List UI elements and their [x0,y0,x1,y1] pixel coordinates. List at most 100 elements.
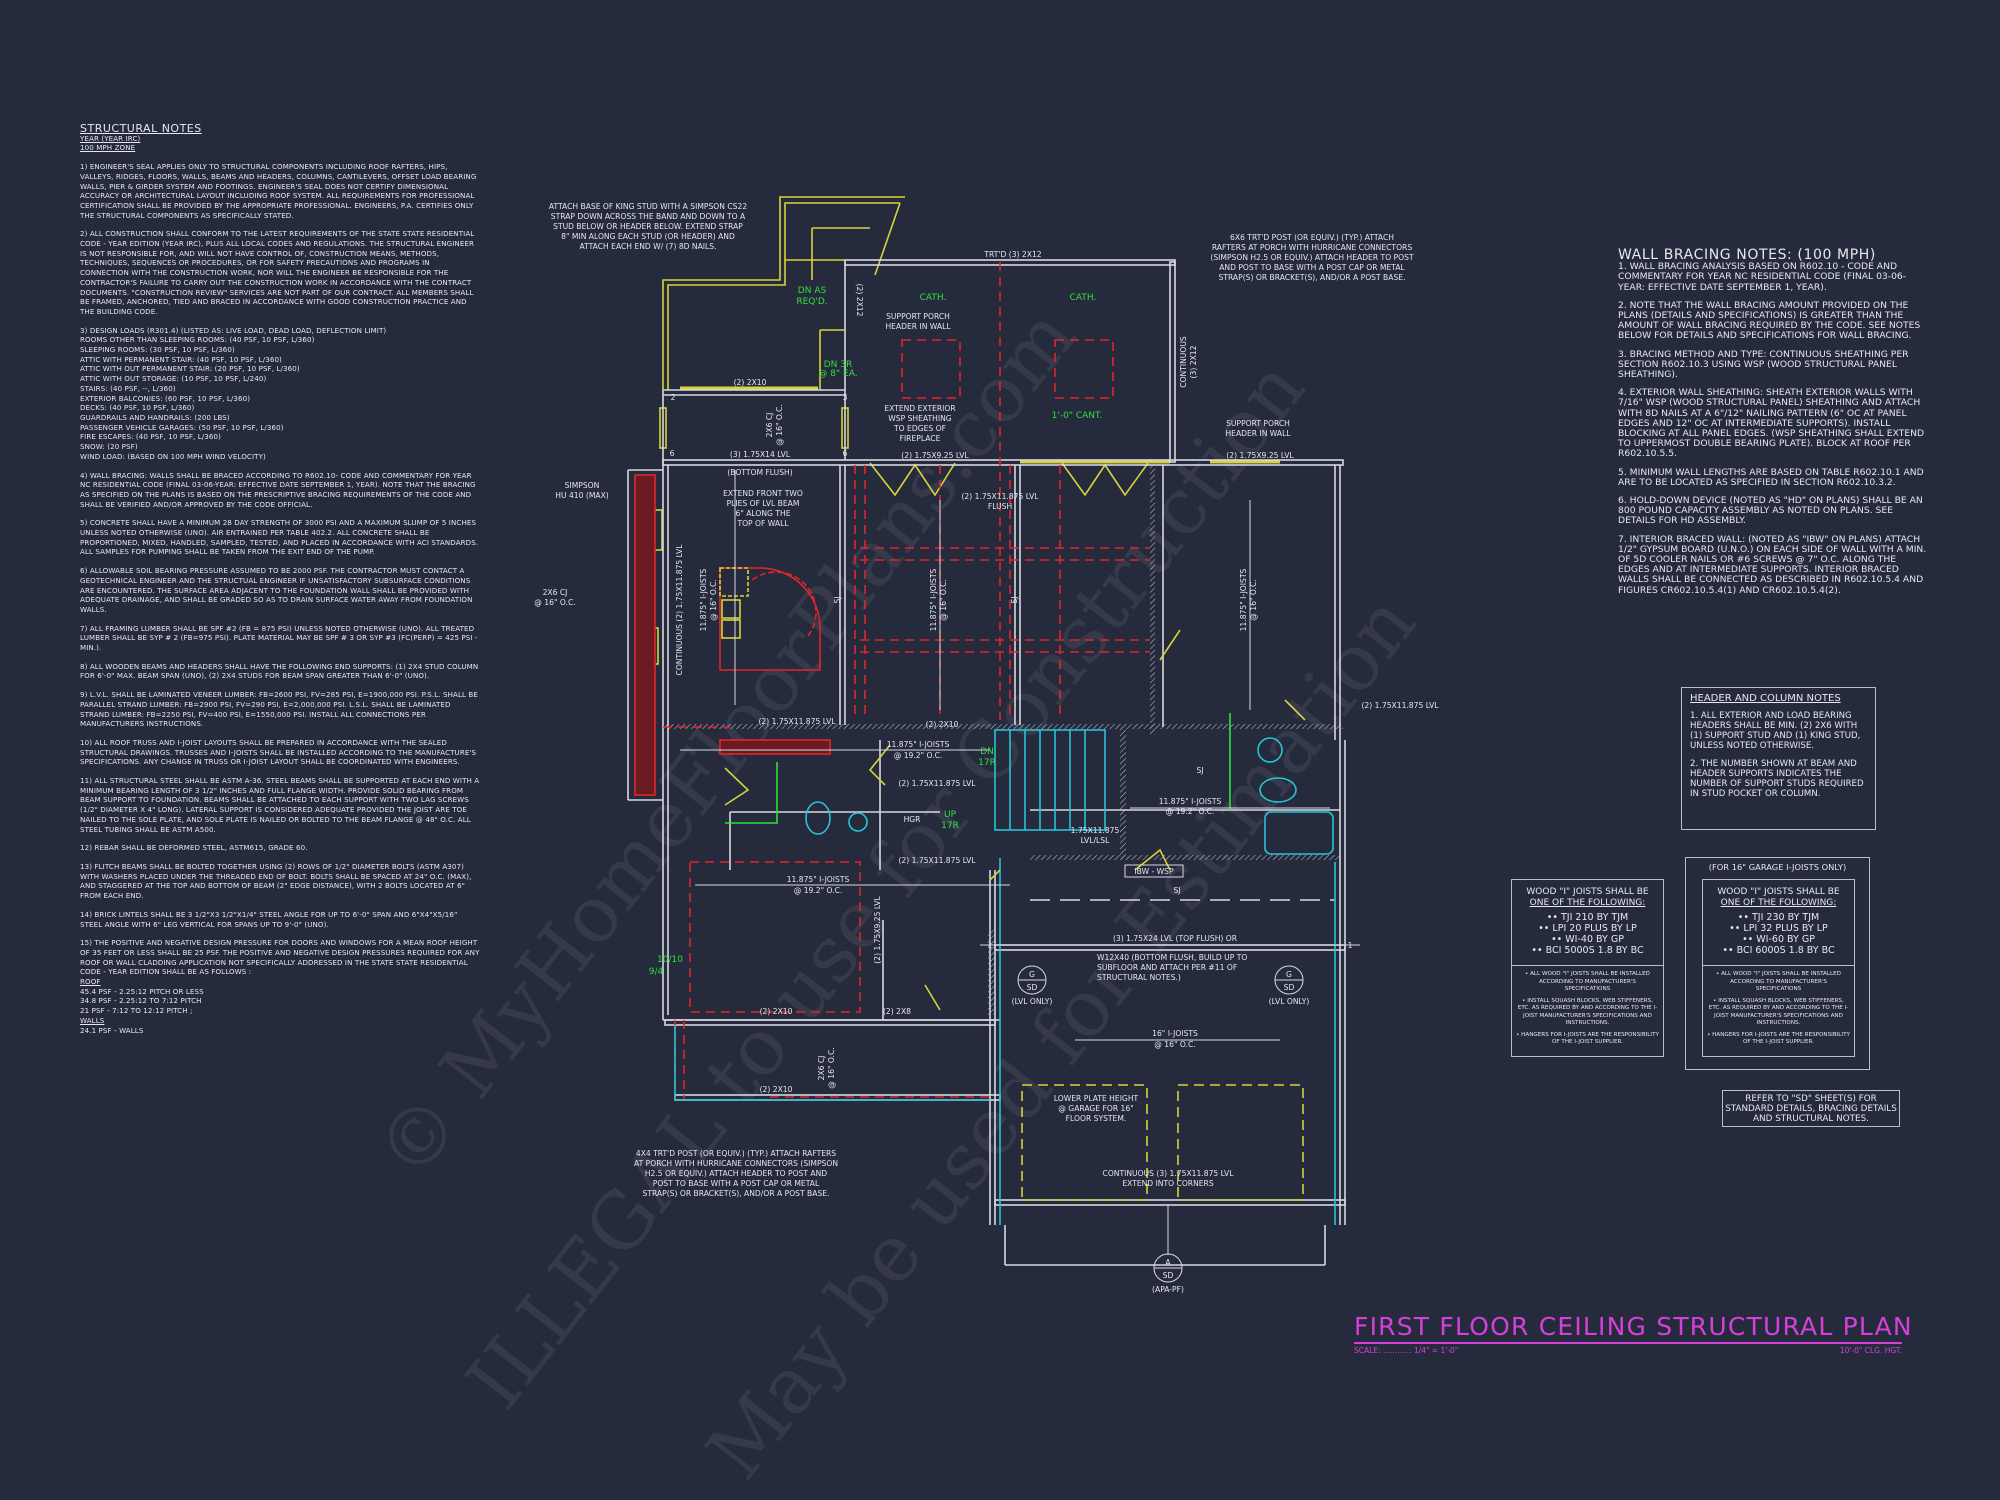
sj-label: SJ [1010,596,1019,603]
header-2x10: (2) 2x10 [760,1085,793,1094]
detail-g-note: (LVL ONLY) [1269,997,1310,1006]
joist-option: •• LPI 32 PLUS BY LP [1729,923,1828,934]
extend-wsp-note: TO EDGES OF [893,424,946,433]
ijoist-label: @ 19.2" O.C. [894,751,943,760]
ijoist-label: 11.875" I-JOISTS [887,740,950,749]
note-15: 15) THE POSITIVE AND NEGATIVE DESIGN PRE… [80,938,480,977]
extend-plies-note: TOP OF WALL [736,519,789,528]
post-6x6-note: AND POST TO BASE WITH A POST CAP OR META… [1219,263,1405,272]
garage-doors [1021,1084,1304,1201]
joist-heading: WOOD "I" JOISTS SHALL BE [1526,887,1649,897]
note-10: 10) ALL ROOF TRUSS AND I-JOIST LAYOUTS S… [80,737,477,767]
ijoist-label: @ 16" O.C. [939,579,948,620]
joist-span-arrows [680,470,1360,1255]
extend-wsp-note: FIREPLACE [900,434,941,443]
dn-as-reqd: REQ'D. [796,297,827,307]
note-13: 13) FLITCH BEAMS SHALL BE BOLTED TOGETHE… [80,862,472,901]
ceiling-joist-label: 2x6 CJ [765,413,774,438]
beam-label: (2) 1.75x11.875 LVL [758,717,836,726]
continuous-2x12: (3) 2x12 [1189,345,1198,378]
joist-note: • HANGERS FOR I-JOISTS ARE THE RESPONSIB… [1707,1031,1850,1046]
wall-bracing-title: WALL BRACING NOTES: (100 MPH) [1618,247,1876,263]
header-label: (2) 2x12 [855,284,864,317]
joist-option: •• WI-60 BY GP [1742,934,1815,945]
beam-label: (2) 1.75x11.875 LVL [898,856,976,865]
w12-note: SUBFLOOR AND ATTACH PER #11 OF [1097,963,1237,972]
dn-3r: @ 8" EA. [818,369,857,379]
garage-joist-caption: (FOR 16" GARAGE I-JOISTS ONLY) [1708,862,1847,872]
note-14: 14) BRICK LINTELS SHALL BE 3 1/2"x3 1/2"… [80,909,458,929]
pitch-10-10: 10/10 [657,955,683,965]
note-2: 2) ALL CONSTRUCTION SHALL CONFORM TO THE… [80,229,475,316]
detail-markers [1017,864,1304,1283]
ijoist-label: @ 19.2" O.C. [794,886,843,895]
porch-beam-label: TRT'D (3) 2x12 [983,250,1041,259]
beam-label: (2) 1.75x9.25 LVL [873,896,882,964]
joist-option: •• TJI 230 BY TJM [1737,912,1820,923]
ijoist-label: 11.875" I-JOISTS [929,569,938,632]
extend-plies-note: 6" ALONG THE [736,509,791,518]
extend-wsp-note: WSP SHEATHING [888,414,952,423]
simpson-hanger-note: SIMPSON [565,481,600,490]
ibw-wsp-label: IBW - WSP [1134,867,1174,876]
wall-bracing-item: 3. BRACING METHOD AND TYPE: CONTINUOUS S… [1618,348,1909,381]
wall-bracing-item: 4. EXTERIOR WALL SHEATHING: SHEATH EXTER… [1618,387,1925,460]
header-2x10: (2) 2x10 [926,720,959,729]
drawing-title: FIRST FLOOR CEILING STRUCTURAL PLAN [1354,1312,1913,1341]
kitchen-appliances [719,567,749,639]
porch-stair-yellow [635,196,1280,665]
cath-label: CATH. [1070,293,1097,303]
king-stud-note: STUD BELOW OR HEADER BELOW. EXTEND STRAP [553,222,743,231]
post-6x6-note: 6x6 TRT'D POST (OR EQUIV.) (TYP.) ATTACH [1230,233,1394,242]
note-8: 8) ALL WOODEN BEAMS AND HEADERS SHALL HA… [80,661,479,681]
green-lines [725,713,1231,824]
ceiling-joist-label: 2x6 CJ [817,1056,826,1081]
beam-label: (3) 1.75x14 LVL [730,450,791,459]
header-2x10: (2) 2x10 [760,1007,793,1016]
lower-plate-note: LOWER PLATE HEIGHT [1054,1094,1139,1103]
pitch-9-4: 9/4 [649,967,664,977]
support-porch-note: HEADER IN WALL [885,322,951,331]
header-column-title: HEADER AND COLUMN NOTES [1690,693,1841,704]
note-1: 1) ENGINEER'S SEAL APPLIES ONLY TO STRUC… [80,162,477,220]
plan-annotations: ATTACH BASE OF KING STUD WITH A SIMPSON … [534,202,1439,1294]
post-6x6-note: RAFTERS AT PORCH WITH HURRICANE CONNECTO… [1212,243,1412,252]
header-2x8: (2) 2x8 [883,1007,911,1016]
note-12: 12) REBAR SHALL BE DEFORMED STEEL, ASTM6… [80,843,308,853]
extend-plies-note: EXTEND FRONT TWO [723,489,803,498]
header-column-item: 1. ALL EXTERIOR AND LOAD BEARING HEADERS… [1690,711,1861,751]
joist-heading: WOOD "I" JOISTS SHALL BE [1717,887,1840,897]
dn-as-reqd: DN AS [798,286,827,296]
detail-g-sheet: SD [1284,983,1295,992]
ceiling-joist-label: @ 16" O.C. [827,1047,836,1088]
detail-a-letter: A [1165,1258,1171,1267]
joist-subheading: ONE OF THE FOLLOWING: [1720,897,1837,908]
note-7: 7) ALL FRAMING LUMBER SHALL BE SPF #2 (F… [80,623,478,653]
ijoist-label: 11.875" I-JOISTS [1239,569,1248,632]
king-stud-note: 8" MIN ALONG EACH STUD (OR HEADER) AND [561,232,735,241]
stair-up-label: 17R [941,821,959,831]
post-4x4-note: STRAP(S) OR BRACKET(S), AND/OR A POST BA… [643,1189,830,1198]
lower-plate-note: FLOOR SYSTEM. [1066,1114,1127,1123]
header-column-item: 2. THE NUMBER SHOWN AT BEAM AND HEADER S… [1690,759,1864,799]
sj-label: SJ [1196,766,1203,775]
stair-cyan [674,729,1336,1225]
extend-wsp-note: EXTEND EXTERIOR [884,404,956,413]
joist-option: •• BCI 5000s 1.8 BY BC [1531,945,1644,956]
hanger-label: HGR [904,815,922,824]
wall-bracing-item: 2. NOTE THAT THE WALL BRACING AMOUNT PRO… [1618,299,1921,342]
stud-count: 2 [671,393,676,402]
scale-label: SCALE: ............ 1/4" = 1'-0" [1354,1346,1459,1355]
king-stud-note: ATTACH EACH END W/ (7) 8d NAILS. [580,242,717,251]
post-4x4-note: 4X4 TRT'D POST (OR EQUIV.) (TYP.) ATTACH… [636,1149,836,1158]
simpson-hanger-note: HU 410 (MAX) [555,491,609,500]
beam-label: (2) 1.75x11.875 LVL [961,492,1039,501]
joist-option: •• BCI 6000s 1.8 BY BC [1722,945,1835,956]
joist-subheading: ONE OF THE FOLLOWING: [1529,897,1646,908]
note-3: 3) DESIGN LOADS (R301.4) (LISTED AS: LIV… [80,325,387,461]
roof-line: 21 PSF - 7:12 TO 12:12 PITCH ; [80,1006,193,1016]
detail-g-sheet: SD [1027,983,1038,992]
stud-count: 1 [988,941,993,950]
post-6x6-note: (SIMPSON H2.5 OR EQUIV.) ATTACH HEADER T… [1210,253,1414,262]
cantilever-label: 1'-0" CANT. [1052,411,1103,421]
